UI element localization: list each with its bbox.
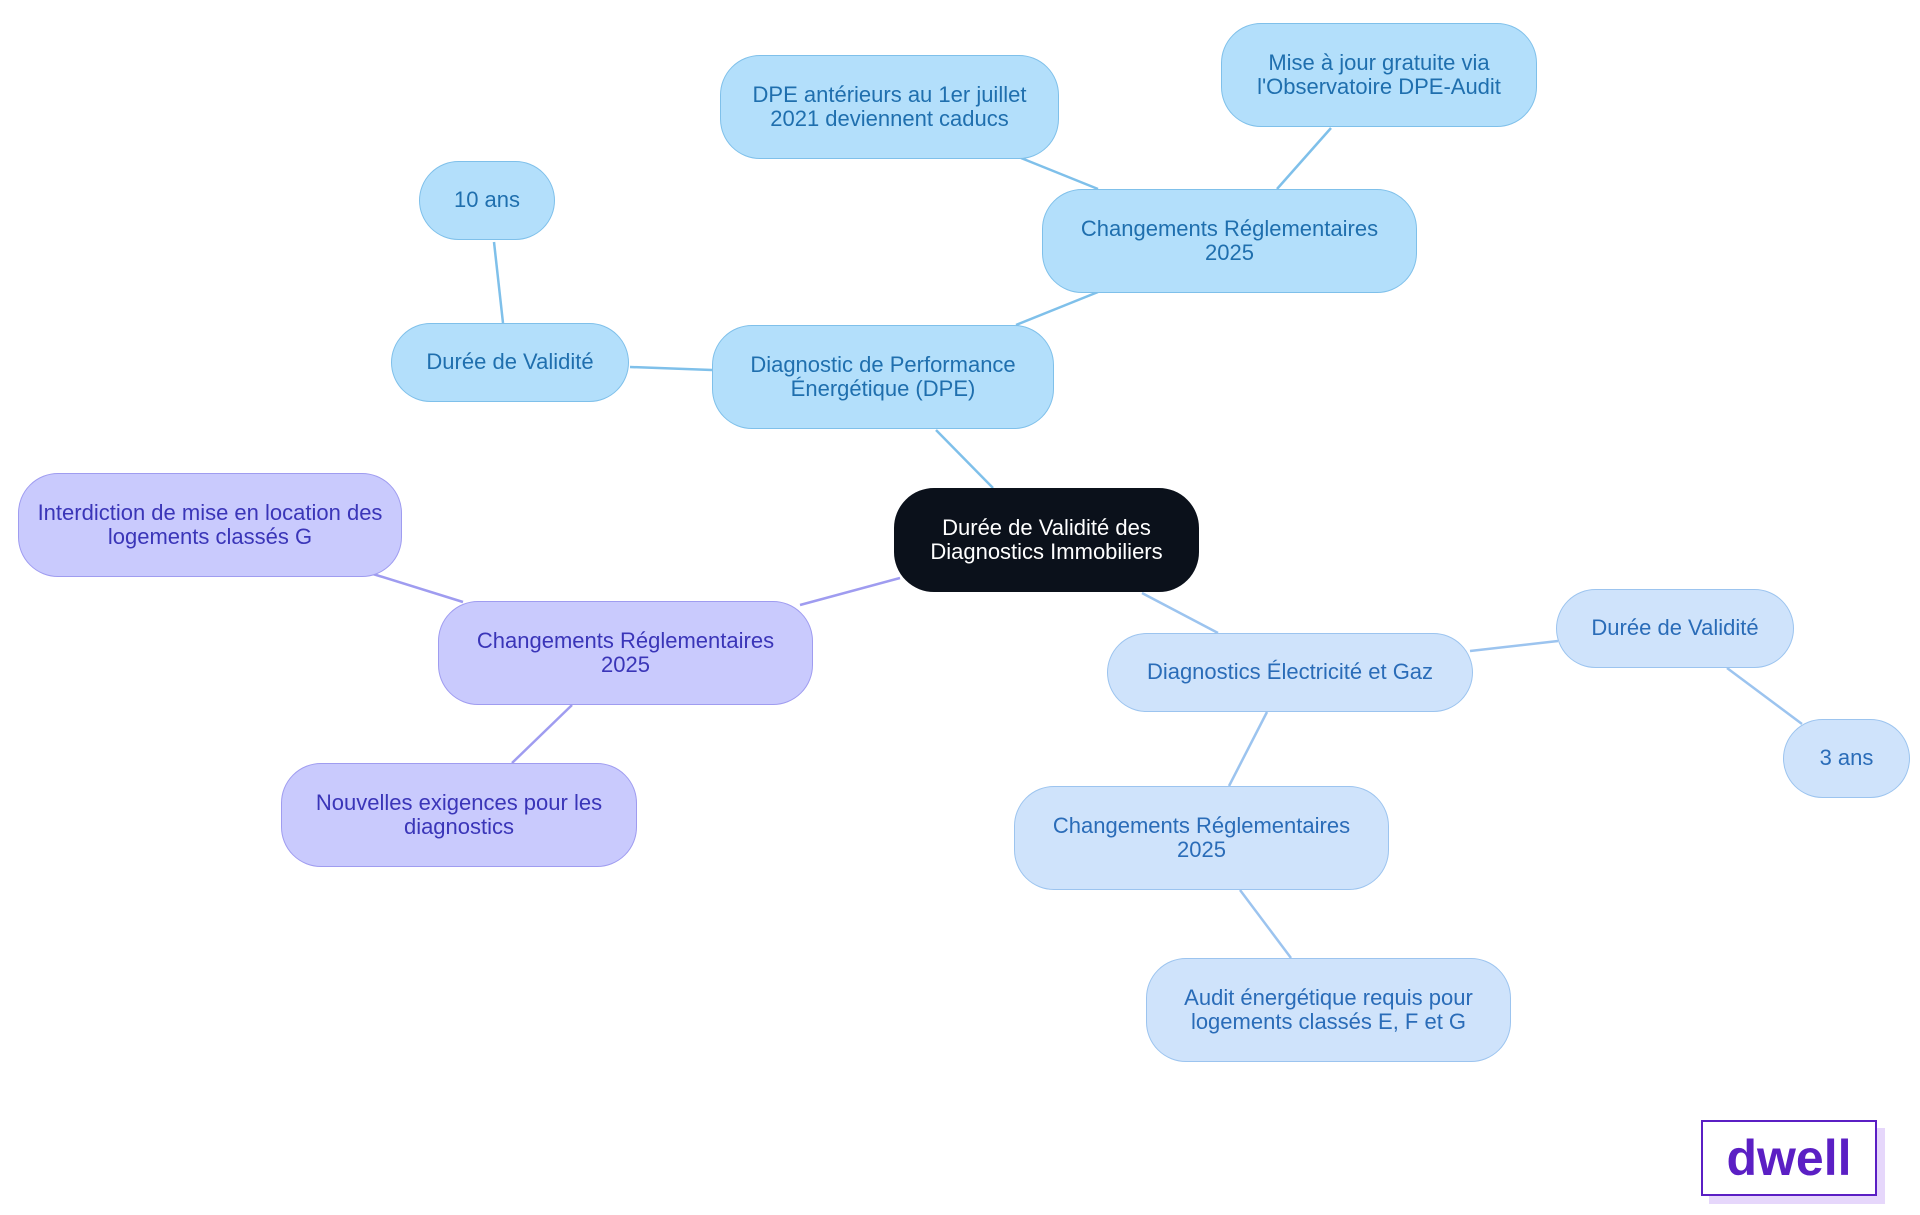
electricity-changes-node[interactable]: Changements Réglementaires 2025: [1014, 786, 1389, 890]
regulation-exigences-node[interactable]: Nouvelles exigences pour les diagnostics: [281, 763, 637, 867]
dpe-changes-node[interactable]: Changements Réglementaires 2025: [1042, 189, 1417, 293]
root-node[interactable]: Durée de Validité des Diagnostics Immobi…: [894, 488, 1199, 592]
dpe-node-label: Diagnostic de Performance Énergétique (D…: [750, 351, 1016, 401]
dpe-change-caducs-node[interactable]: DPE antérieurs au 1er juillet 2021 devie…: [720, 55, 1059, 159]
electricity-node[interactable]: Diagnostics Électricité et Gaz: [1107, 633, 1473, 712]
dwell-logo-text: dwell: [1726, 1130, 1852, 1186]
dpe-change-caducs-label: DPE antérieurs au 1er juillet 2021 devie…: [752, 81, 1027, 131]
edge-validity-3ans: [1726, 666, 1803, 726]
root-node-label: Durée de Validité des Diagnostics Immobi…: [930, 514, 1163, 564]
electricity-node-label: Diagnostics Électricité et Gaz: [1146, 659, 1434, 685]
dpe-validity-label: Durée de Validité: [426, 349, 594, 375]
electricity-validity-value-label: 3 ans: [1819, 745, 1874, 771]
edge-root-dpe: [935, 429, 994, 489]
dpe-validity-node[interactable]: Durée de Validité: [391, 323, 629, 402]
edge-changes-caducs: [1020, 156, 1099, 191]
electricity-audit-label: Audit énergétique requis pour logements …: [1184, 984, 1473, 1034]
dpe-change-observatoire-node[interactable]: Mise à jour gratuite via l'Observatoire …: [1221, 23, 1537, 127]
regulation-exigences-label: Nouvelles exigences pour les diagnostics: [315, 789, 603, 839]
dpe-validity-value-node[interactable]: 10 ans: [419, 161, 555, 240]
dpe-change-observatoire-label: Mise à jour gratuite via l'Observatoire …: [1257, 49, 1501, 99]
edge-validity-10ans: [492, 241, 505, 324]
regulation-node-label: Changements Réglementaires 2025: [476, 627, 775, 677]
edge-root-electricity: [1141, 591, 1219, 635]
electricity-audit-node[interactable]: Audit énergétique requis pour logements …: [1146, 958, 1511, 1062]
dwell-logo: dwell: [1701, 1120, 1877, 1196]
edge-dpe-validity: [629, 365, 713, 372]
electricity-validity-node[interactable]: Durée de Validité: [1556, 589, 1794, 668]
edge-regulation-location: [372, 572, 464, 604]
edge-electricity-changes: [1227, 711, 1269, 787]
dpe-validity-value-label: 10 ans: [453, 187, 521, 213]
regulation-location-node[interactable]: Interdiction de mise en location des log…: [18, 473, 402, 577]
edge-changes-audit: [1239, 889, 1292, 959]
edge-regulation-exigences: [511, 704, 573, 764]
electricity-validity-value-node[interactable]: 3 ans: [1783, 719, 1910, 798]
regulation-location-label: Interdiction de mise en location des log…: [37, 499, 383, 549]
edge-changes-observatoire: [1276, 127, 1332, 190]
edge-electricity-validity: [1469, 639, 1559, 653]
regulation-node[interactable]: Changements Réglementaires 2025: [438, 601, 813, 705]
dpe-node[interactable]: Diagnostic de Performance Énergétique (D…: [712, 325, 1054, 429]
dpe-changes-label: Changements Réglementaires 2025: [1080, 215, 1379, 265]
edge-root-regulation: [799, 576, 901, 607]
edge-dpe-changes: [1015, 290, 1099, 327]
electricity-validity-label: Durée de Validité: [1591, 615, 1759, 641]
electricity-changes-label: Changements Réglementaires 2025: [1052, 812, 1351, 862]
